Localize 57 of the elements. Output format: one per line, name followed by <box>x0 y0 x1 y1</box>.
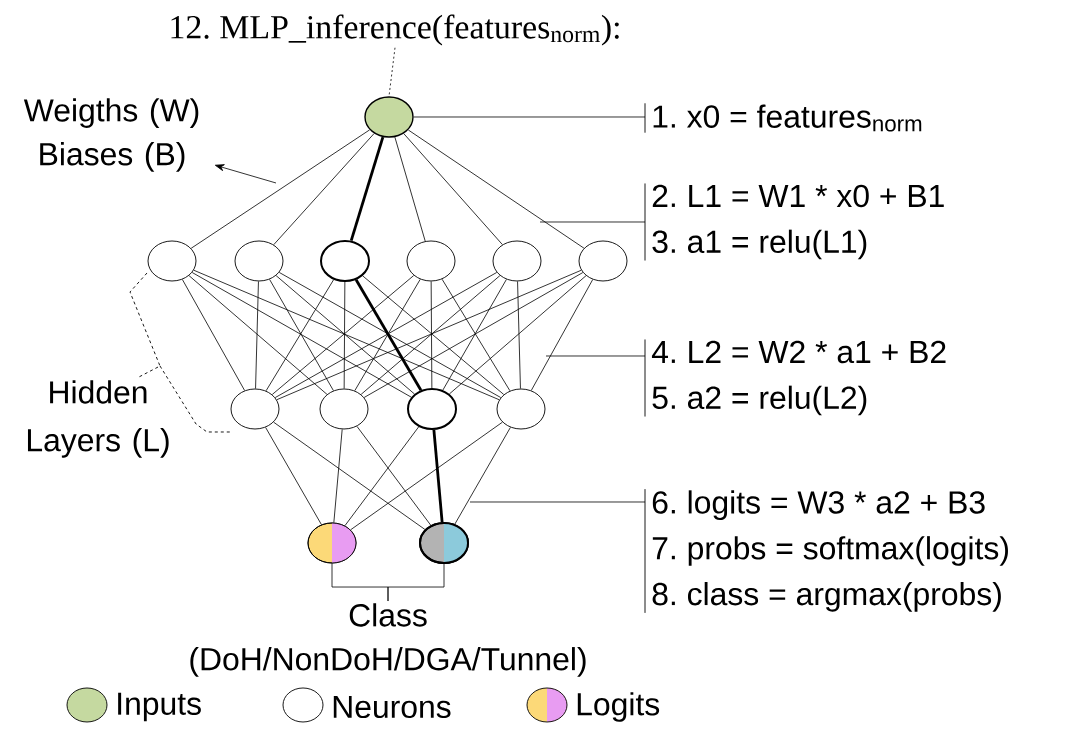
connection-line <box>407 129 585 249</box>
connection-line <box>356 425 432 526</box>
annotation-text: Weigths (W) Biases (B) <box>23 98 199 172</box>
output-neuron <box>419 522 469 564</box>
connection-line <box>193 269 500 401</box>
bracket-line <box>387 563 445 602</box>
connection-line <box>432 429 444 523</box>
connection-line <box>454 427 511 525</box>
connection-line <box>190 129 371 249</box>
equation-text: 1. x0 = features$_{norm}$ <box>653 104 922 132</box>
connection-line <box>188 275 328 395</box>
neuron <box>230 388 280 430</box>
neuron <box>320 240 370 282</box>
leader-line <box>545 355 646 357</box>
dotted-line <box>388 47 396 97</box>
leader-line <box>539 221 646 223</box>
connection-line <box>343 281 346 389</box>
neuron <box>578 240 628 282</box>
connection-line <box>394 136 426 242</box>
connection-line <box>403 133 503 245</box>
connection-line <box>255 281 259 389</box>
leader-line <box>214 164 277 184</box>
equation-text: 6. logits = W3 * a2 + B3 7. probs = softmax(logits) 8. class = argmax(probs) <box>652 490 1008 612</box>
connection-line <box>517 281 521 389</box>
neuron <box>407 388 457 430</box>
neuron <box>234 240 284 282</box>
connection-line <box>191 272 412 398</box>
connection-line <box>273 133 375 246</box>
input-neuron <box>364 96 414 138</box>
equation-text: 2. L1 = W1 * x0 + B1 3. a1 = relu(L1) <box>652 184 944 260</box>
connection-line <box>265 427 322 525</box>
connection-line <box>344 426 420 527</box>
connection-line <box>273 421 426 530</box>
legend-text: Logits <box>577 692 660 722</box>
class-text: Class (DoH/NonDoH/DGA/Tunnel) <box>190 603 586 677</box>
connection-line <box>530 279 594 391</box>
connection-line <box>363 272 584 398</box>
neuron <box>319 388 369 430</box>
connection-line <box>333 429 343 523</box>
connection-line <box>182 279 245 391</box>
neuron <box>406 240 456 282</box>
connection-line <box>430 281 433 389</box>
leader-line <box>469 501 646 503</box>
layer-label: Hidden Layers (L) <box>28 380 169 458</box>
neuron <box>492 240 542 282</box>
leader-line <box>413 116 646 118</box>
heading-text: 12. MLP_inference(features$_{norm}$): <box>171 14 619 46</box>
output-neuron <box>307 522 357 564</box>
connection-line <box>350 421 503 531</box>
legend-text: Inputs <box>118 692 201 722</box>
connection-line <box>349 136 385 242</box>
equation-text: 4. L2 = W2 * a1 + B2 5. a2 = relu(L2) <box>651 340 946 416</box>
legend-text: Neurons <box>333 695 451 719</box>
connection-line <box>449 275 587 395</box>
connection-line <box>276 269 582 401</box>
neuron <box>147 240 197 282</box>
neuron <box>496 388 546 430</box>
